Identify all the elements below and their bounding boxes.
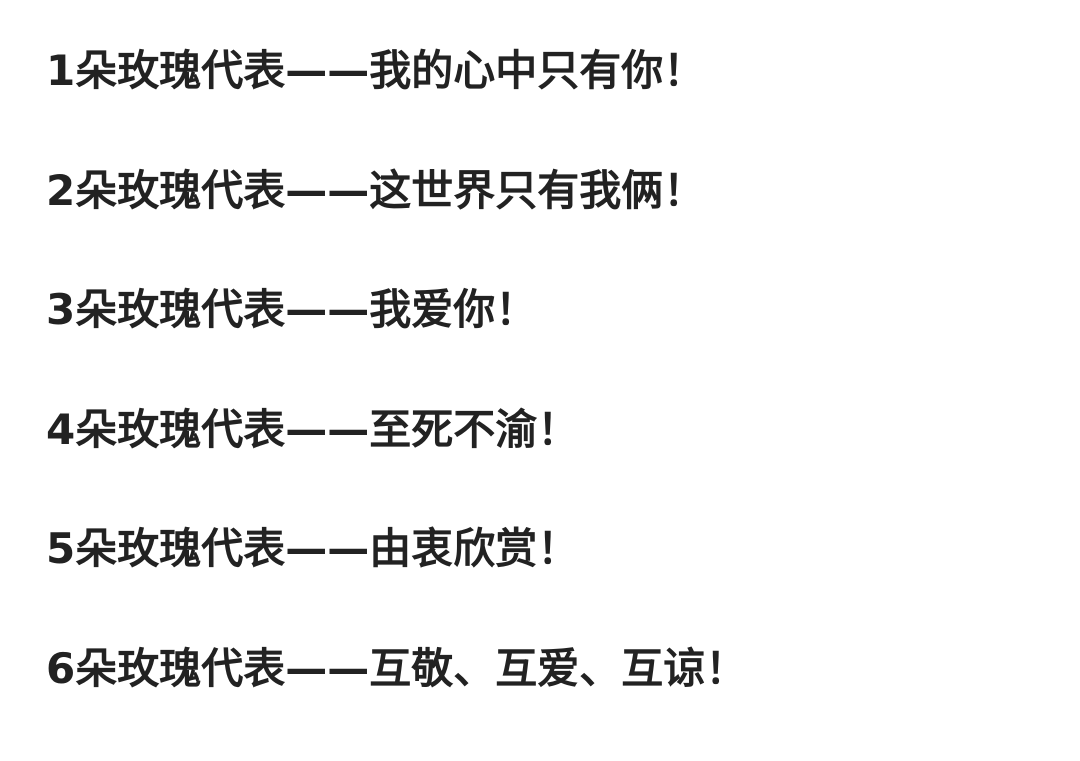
rose-meaning-line-5: 5朵玫瑰代表——由衷欣赏！ <box>46 524 580 573</box>
rose-meaning-line-6: 6朵玫瑰代表——互敬、互爱、互谅！ <box>46 644 748 693</box>
rose-meaning-line-2: 2朵玫瑰代表——这世界只有我俩！ <box>46 166 706 215</box>
rose-meaning-line-4: 4朵玫瑰代表——至死不渝！ <box>46 405 580 454</box>
rose-meaning-line-1: 1朵玫瑰代表——我的心中只有你！ <box>46 46 706 95</box>
rose-meaning-line-3: 3朵玫瑰代表——我爱你！ <box>46 285 538 334</box>
